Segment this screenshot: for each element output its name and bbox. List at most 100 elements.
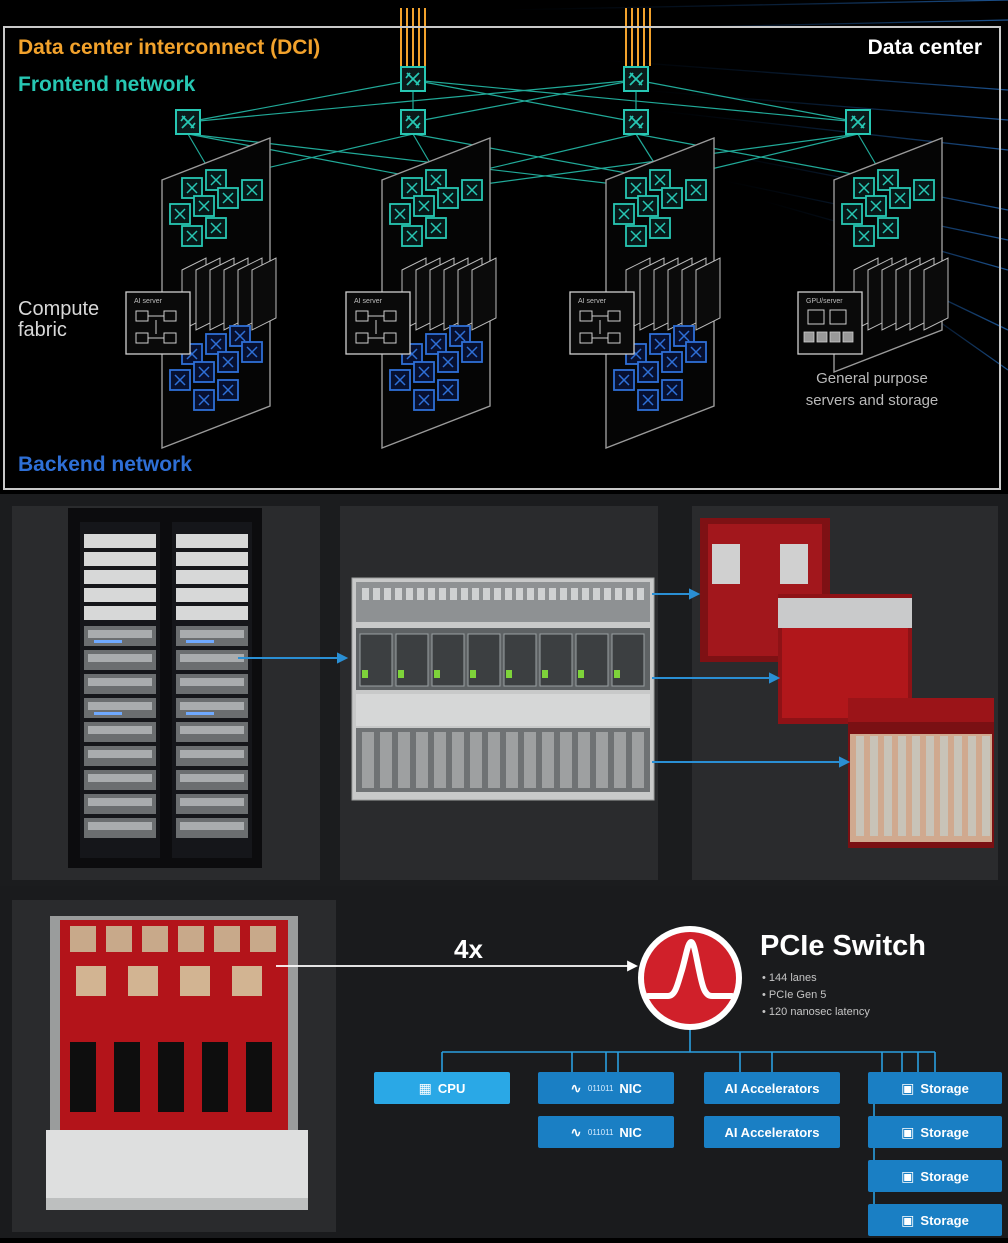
chassis-bay: [395, 633, 429, 687]
board-chip: [128, 966, 158, 996]
switch-glyph: [442, 384, 454, 396]
switch-glyph: [642, 394, 654, 406]
ai-accelerator-label: AI Accelerators: [724, 1124, 820, 1140]
chassis-vent: [362, 588, 369, 600]
broadcom-logo-icon: [638, 926, 742, 1030]
rack-server-vent: [180, 726, 244, 734]
accelerator-card: [898, 736, 906, 836]
hardware-photos-panel: [0, 494, 1008, 886]
switch-glyph: [858, 182, 870, 194]
compute-fabric-label: Compute fabric: [18, 299, 99, 341]
switch-glyph: [618, 374, 630, 386]
bullet-latency: 120 nanosec latency: [762, 1004, 870, 1021]
storage-block: [829, 331, 841, 343]
multiplier-label: 4x: [454, 934, 483, 964]
nic-bits: 011011: [587, 1083, 614, 1093]
link-arrow: [276, 960, 639, 972]
chip-links: [592, 315, 608, 339]
storage-node-1: ▣Storage: [868, 1072, 1002, 1104]
chassis-latch: [434, 670, 440, 678]
board-chip: [214, 926, 240, 952]
board-heatsink: [70, 1042, 96, 1112]
switch-glyph: [222, 192, 234, 204]
board-heatsink: [246, 1042, 272, 1112]
server-card: [345, 291, 411, 355]
cpu-chip-icon: ▦: [418, 1079, 432, 1096]
accelerator-card: [926, 736, 934, 836]
rack-server-vent: [180, 798, 244, 806]
switch-glyph: [210, 222, 222, 234]
compute-fabric-line1: Compute: [18, 298, 100, 320]
server-card-label: AI server: [354, 298, 383, 305]
switch-glyph: [918, 184, 930, 196]
rack-photo: [68, 508, 262, 868]
storage-block: [803, 331, 815, 343]
chassis-card: [398, 732, 410, 788]
bullet-lanes: 144 lanes: [762, 970, 870, 987]
board-chip: [76, 966, 106, 996]
switch-glyph: [430, 222, 442, 234]
chassis-latch: [470, 670, 476, 678]
compute-fabric-line2: fabric: [18, 319, 67, 341]
board-chip: [232, 966, 262, 996]
switch-glyph: [642, 200, 654, 212]
board-stack-photo: [700, 518, 994, 848]
backend-network-label: Backend network: [18, 453, 192, 476]
pod-3: AI server: [569, 136, 721, 450]
server-card: [569, 291, 635, 355]
chassis-vent: [450, 588, 457, 600]
chassis-bay: [575, 633, 609, 687]
storage-block: [842, 331, 854, 343]
chassis-vent: [384, 588, 391, 600]
cpu-node: ▦CPU: [374, 1072, 510, 1104]
ai-accelerator-node-2: AI Accelerators: [704, 1116, 840, 1148]
rack-switch-unit: [84, 606, 156, 620]
chip-links: [368, 315, 384, 339]
switch-glyph: [654, 222, 666, 234]
chassis-latch: [506, 670, 512, 678]
rack-switch-unit: [176, 606, 248, 620]
board-heatsink: [202, 1042, 228, 1112]
rack-server-vent: [180, 822, 244, 830]
bullet-gen: PCIe Gen 5: [762, 987, 870, 1004]
switch-glyph: [466, 346, 478, 358]
motherboard-photo: [46, 916, 308, 1210]
switch-glyph: [430, 338, 442, 350]
server-card-label: AI server: [134, 298, 163, 305]
chassis-vent: [604, 588, 611, 600]
switch-glyph: [406, 182, 418, 194]
chassis-card: [434, 732, 446, 788]
storage-label: Storage: [920, 1212, 969, 1228]
chassis-latch: [542, 670, 548, 678]
chassis-vent: [494, 588, 501, 600]
server-card-label: GPU/server: [806, 298, 843, 305]
chassis-bay: [503, 633, 537, 687]
chassis-vent: [395, 588, 402, 600]
chassis-vent: [637, 588, 644, 600]
switch-glyph: [870, 200, 882, 212]
board-chip: [178, 926, 204, 952]
chassis-vent: [582, 588, 589, 600]
accelerator-card: [912, 736, 920, 836]
chassis-vent: [571, 588, 578, 600]
chassis-vent: [505, 588, 512, 600]
data-center-label: Data center: [867, 36, 982, 59]
accelerator-card: [856, 736, 864, 836]
switch-glyph: [406, 230, 418, 242]
frontend-network-label: Frontend network: [18, 73, 196, 96]
accelerator-card: [940, 736, 948, 836]
chassis-vent: [615, 588, 622, 600]
pcie-bullets: 144 lanes PCIe Gen 5 120 nanosec latency: [762, 970, 870, 1021]
chassis-latch: [614, 670, 620, 678]
chassis-bay: [431, 633, 465, 687]
accelerator-card: [982, 736, 990, 836]
chassis-vent: [406, 588, 413, 600]
chassis-card: [542, 732, 554, 788]
gpu-block: [807, 309, 825, 325]
switch-glyph: [846, 208, 858, 220]
switch-glyph: [442, 192, 454, 204]
switch-glyph: [690, 184, 702, 196]
switch-glyph: [198, 366, 210, 378]
